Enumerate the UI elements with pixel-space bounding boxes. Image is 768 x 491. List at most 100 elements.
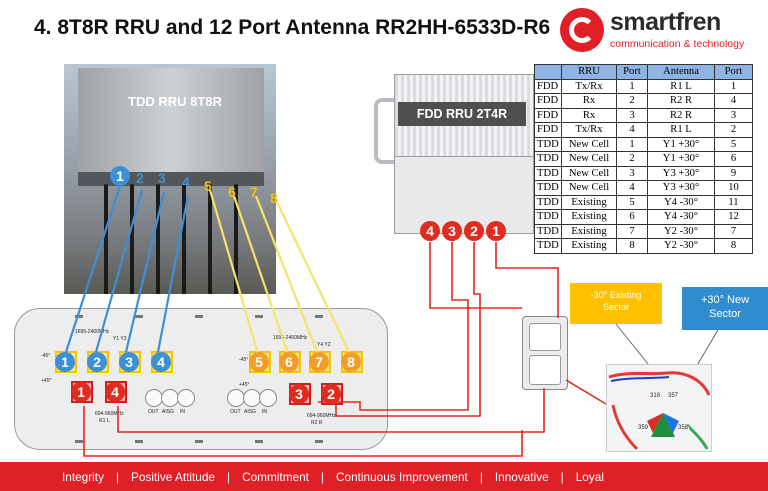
table-cell: TDD <box>534 165 562 181</box>
band-sub-right: Y4 Y2 <box>317 342 331 348</box>
footer-separator: | <box>115 469 120 484</box>
footer-value: Innovative <box>494 469 549 484</box>
table-cell: 7 <box>714 223 753 239</box>
table-cell: Rx <box>561 107 617 123</box>
table-cell: TDD <box>534 136 562 152</box>
table-cell: 12 <box>714 209 753 225</box>
footer-values: Integrity | Positive Attitude | Commitme… <box>62 462 604 491</box>
table-cell: FDD <box>534 107 562 123</box>
map-cell-label: 357 <box>667 393 680 399</box>
band-label-right: 1695-2400MHz <box>273 335 308 341</box>
combiner-to-sector <box>565 379 607 405</box>
tdd-cable <box>156 184 160 294</box>
page-title: 4. 8T8R RRU and 12 Port Antenna RR2HH-65… <box>34 16 551 39</box>
panel-tick <box>195 440 203 443</box>
antenna-port-number: 4 <box>151 352 171 372</box>
fdd-rru-label: FDD RRU 2T4R <box>398 102 526 126</box>
in-label: IN <box>262 409 267 415</box>
panel-tick <box>75 315 83 318</box>
panel-tick <box>195 315 203 318</box>
tdd-port-number: 1 <box>110 166 130 186</box>
table-cell: Y4 -30° <box>647 194 715 210</box>
panel-tick <box>135 440 143 443</box>
table-header-cell: Port <box>714 64 753 80</box>
table-row: TDD New Cell 3 Y3 +30° 9 <box>534 165 753 181</box>
table-cell: 3 <box>616 165 648 181</box>
table-cell: TDD <box>534 194 562 210</box>
table-row: FDD Tx/Rx 1 R1 L 1 <box>534 78 753 94</box>
logo-tagline: communication & technology <box>610 38 745 50</box>
table-cell: TDD <box>534 209 562 225</box>
tdd-port-number: 5 <box>204 178 212 194</box>
tdd-cable <box>130 184 134 294</box>
table-cell: 8 <box>616 238 648 254</box>
table-cell: 2 <box>714 122 753 138</box>
out-label: OUT <box>230 409 241 415</box>
table-cell: 4 <box>616 122 648 138</box>
table-cell: New Cell <box>561 151 617 167</box>
footer-value: Loyal <box>575 469 604 484</box>
table-cell: 6 <box>616 209 648 225</box>
antenna-port-number: 2 <box>321 384 341 404</box>
polarization-label: -45° <box>239 357 249 363</box>
fdd-port-number: 4 <box>420 221 440 241</box>
existing-sector-line1: -30° Existing <box>590 290 642 300</box>
table-cell: Existing <box>561 223 617 239</box>
polarization-label: +45° <box>239 382 250 388</box>
table-cell: 5 <box>616 194 648 210</box>
table-row: TDD Existing 7 Y2 -30° 7 <box>534 223 753 239</box>
table-cell: TDD <box>534 151 562 167</box>
smartfren-logo: smartfren communication & technology <box>560 8 760 52</box>
tdd-port-number: 2 <box>136 170 144 186</box>
logo-brand: smartfren <box>610 8 721 36</box>
tdd-cable <box>104 184 108 294</box>
out-label: OUT <box>148 409 159 415</box>
fdd-rru-handle <box>374 98 398 164</box>
table-row: TDD Existing 6 Y4 -30° 12 <box>534 209 753 225</box>
antenna-bottom-panel: 1695-2400MHz Y1 Y3 1695-2400MHz Y4 Y2 69… <box>14 308 388 450</box>
table-cell: 6 <box>714 151 753 167</box>
tdd-port-number: 3 <box>158 170 166 186</box>
fdd-rru-lower-panel <box>394 156 534 234</box>
table-row: FDD Tx/Rx 4 R1 L 2 <box>534 122 753 138</box>
table-cell: 1 <box>616 78 648 94</box>
fdd-rru-photo <box>374 74 538 234</box>
table-header-row: RRU Port Antenna Port <box>534 64 753 80</box>
table-cell: FDD <box>534 78 562 94</box>
map-cell-label: 358 <box>677 425 690 431</box>
table-cell: Y4 -30° <box>647 209 715 225</box>
band-label-left: 1695-2400MHz <box>75 329 110 335</box>
aisg-label: AISG <box>162 409 174 415</box>
tdd-rru-label: TDD RRU 8T8R <box>128 94 222 109</box>
antenna-port-number: 3 <box>289 384 309 404</box>
antenna-port-number: 2 <box>87 352 107 372</box>
low-band-sub-right: R2 R <box>311 420 323 426</box>
fdd-port-number: 2 <box>464 221 484 241</box>
low-band-label-left: 694-960MHz <box>95 411 124 417</box>
panel-tick <box>255 440 263 443</box>
table-cell: Existing <box>561 194 617 210</box>
table-cell: R2 R <box>647 107 715 123</box>
table-cell: 10 <box>714 180 753 196</box>
tdd-cable <box>208 184 212 294</box>
sector-map-drawing <box>608 371 711 451</box>
combiner-top-port <box>529 323 561 351</box>
table-row: FDD Rx 2 R2 R 4 <box>534 93 753 109</box>
antenna-port-number: 4 <box>105 382 125 402</box>
map-road <box>608 371 711 396</box>
table-row: TDD Existing 8 Y2 -30° 8 <box>534 238 753 254</box>
footer-value: Positive Attitude <box>131 469 215 484</box>
map-road <box>685 423 709 450</box>
table-cell: 1 <box>714 78 753 94</box>
antenna-port-number: 7 <box>309 352 329 372</box>
footer-value: Continuous Improvement <box>336 469 468 484</box>
panel-tick <box>315 440 323 443</box>
existing-sector-callout: -30° Existing Sector <box>570 283 662 324</box>
fdd-wire-4 <box>429 242 522 309</box>
table-cell: Tx/Rx <box>561 78 617 94</box>
table-cell: Y3 +30° <box>647 165 715 181</box>
footer-separator: | <box>320 469 324 484</box>
new-sector-line1: +30° New <box>700 294 750 306</box>
panel-tick <box>315 315 323 318</box>
antenna-port-number: 6 <box>279 352 299 372</box>
